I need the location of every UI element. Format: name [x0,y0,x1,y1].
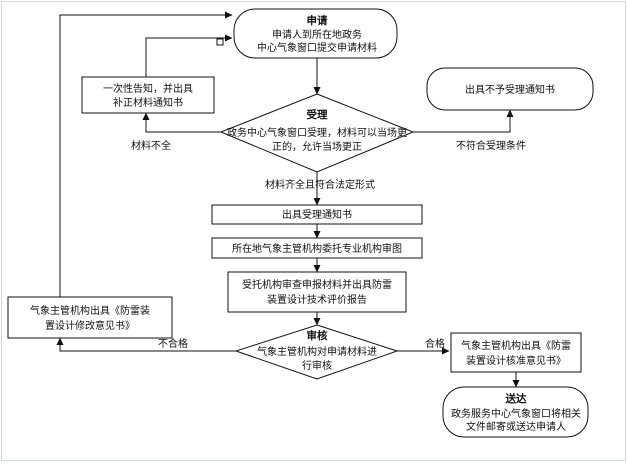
edge-accept-notify [142,112,221,133]
node-reject-shape [426,67,594,111]
node-modify-opinion: 气象主管机构出具《防雷装 置设计修改意见书》 [7,296,173,339]
node-approve-opinion-shape [450,332,582,373]
label-incomplete: 材料不全 [131,139,171,152]
node-notify-once: 一次性告知，并出具 补正材料通知书 [81,76,215,114]
label-complete: 材料齐全且符合法定形式 [265,178,375,191]
node-apply: 申请 申请人到所在地政务 中心气象窗口提交申请材料 [233,8,398,59]
node-review-agency-line1: 受托机构审查申报材料并出具防雷 [242,278,392,291]
node-accept-shape [219,93,415,173]
node-modify-opinion-line2: 置设计修改意见书》 [45,319,135,332]
edge-modify-apply [59,11,233,297]
node-receipt-shape [211,204,423,225]
connectors [56,11,520,388]
edge-audit-modify [56,337,236,352]
node-deliver-line2: 文件邮寄或送达申请人 [466,420,566,433]
node-notify-once-line1: 一次性告知，并出具 [103,82,193,95]
node-modify-opinion-shape [7,296,173,339]
node-deliver: 送达 政务服务中心气象窗口将相关 文件邮寄或送达申请人 [442,386,589,438]
node-entrust-text: 所在地气象主管机构委托专业机构审图 [232,242,402,255]
node-audit: 审核 气象主管机构对申请材料进 行审核 [234,324,399,380]
node-accept-title: 受理 [307,108,328,121]
node-audit-shape [234,324,399,380]
node-accept-line1: 政务中心气象窗口受理，材料可以当场更 [227,126,407,139]
node-apply-title: 申请 [307,14,328,27]
node-accept: 受理 政务中心气象窗口受理，材料可以当场更 正的，允许当场更正 [219,93,415,173]
node-notify-once-line2: 补正材料通知书 [113,96,183,109]
node-audit-line1: 气象主管机构对申请材料进 [257,345,377,358]
selection-handle [216,38,224,46]
node-apply-line1: 申请人到所在地政务 [272,28,362,41]
node-audit-title: 审核 [307,329,328,342]
node-reject: 出具不予受理通知书 [426,67,594,111]
node-receipt-text: 出具受理通知书 [282,208,352,221]
node-accept-line2: 正的，允许当场更正 [272,140,362,153]
node-approve-opinion-line2: 装置设计核准意见书》 [466,354,566,367]
node-approve-opinion-line1: 气象主管机构出具《防雷 [461,339,571,352]
label-pass: 合格 [425,337,445,350]
node-apply-line2: 中心气象窗口提交申请材料 [257,41,377,54]
node-audit-line2: 行审核 [302,359,332,372]
node-entrust-shape [211,237,423,259]
node-deliver-title: 送达 [505,392,527,405]
node-deliver-line1: 政务服务中心气象窗口将相关 [451,407,581,420]
edge-notify-apply [145,34,233,77]
node-review-agency-line2: 装置设计技术评价报告 [267,293,367,306]
node-review-agency: 受托机构审查申报材料并出具防雷 装置设计技术评价报告 [227,271,407,313]
node-review-agency-shape [227,271,407,313]
edge-accept-reject [413,109,514,133]
node-receipt: 出具受理通知书 [211,204,423,225]
label-not-meet: 不符合受理条件 [456,139,526,152]
label-fail: 不合格 [158,337,188,350]
node-notify-once-shape [81,76,215,114]
node-entrust: 所在地气象主管机构委托专业机构审图 [211,237,423,259]
node-approve-opinion: 气象主管机构出具《防雷 装置设计核准意见书》 [450,332,582,373]
node-deliver-shape [442,386,589,438]
node-reject-text: 出具不予受理通知书 [465,83,555,96]
node-apply-shape [233,8,398,59]
node-modify-opinion-line1: 气象主管机构出具《防雷装 [30,304,150,317]
